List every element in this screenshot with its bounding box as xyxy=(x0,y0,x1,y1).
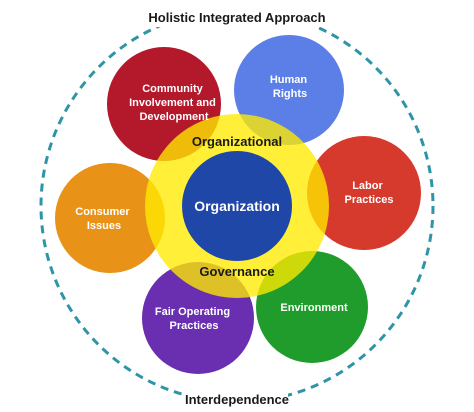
organizational-label: Organizational xyxy=(192,134,282,149)
community-line-3: Development xyxy=(139,111,208,123)
consumer-issues-label: Consumer Issues xyxy=(75,206,132,232)
labor-practices-label: Labor Practices xyxy=(345,180,394,206)
consumer-issues-circle xyxy=(55,163,165,273)
outer-dashed-ring xyxy=(39,8,435,404)
community-line-1: Community xyxy=(142,83,203,95)
environment-label: Environment xyxy=(280,302,348,314)
labor-line-1: Labor xyxy=(352,180,383,192)
governance-label: Governance xyxy=(199,264,274,279)
consumer-line-1: Consumer xyxy=(75,206,130,218)
ring-bottom-text: Interdependence xyxy=(185,392,289,407)
fair-operating-line-2: Practices xyxy=(170,320,219,332)
consumer-line-2: Issues xyxy=(87,220,121,232)
organization-core-circle xyxy=(182,151,292,261)
ring-top-text: Holistic Integrated Approach xyxy=(148,10,325,25)
community-line-2: Involvement and xyxy=(129,97,216,109)
ring-top-text-backdrop xyxy=(140,5,334,27)
human-rights-line-1: Human xyxy=(270,74,308,86)
environment-line-1: Environment xyxy=(280,302,348,314)
labor-line-2: Practices xyxy=(345,194,394,206)
labor-practices-circle xyxy=(307,136,421,250)
fair-operating-practices-label: Fair Operating Practices xyxy=(155,306,233,332)
community-involvement-label: Community Involvement and Development xyxy=(129,83,219,123)
ring-bottom-text-backdrop xyxy=(186,389,288,409)
organization-label: Organization xyxy=(194,198,280,214)
human-rights-label: Human Rights xyxy=(270,74,310,100)
human-rights-line-2: Rights xyxy=(273,88,307,100)
fair-operating-line-1: Fair Operating xyxy=(155,306,230,318)
